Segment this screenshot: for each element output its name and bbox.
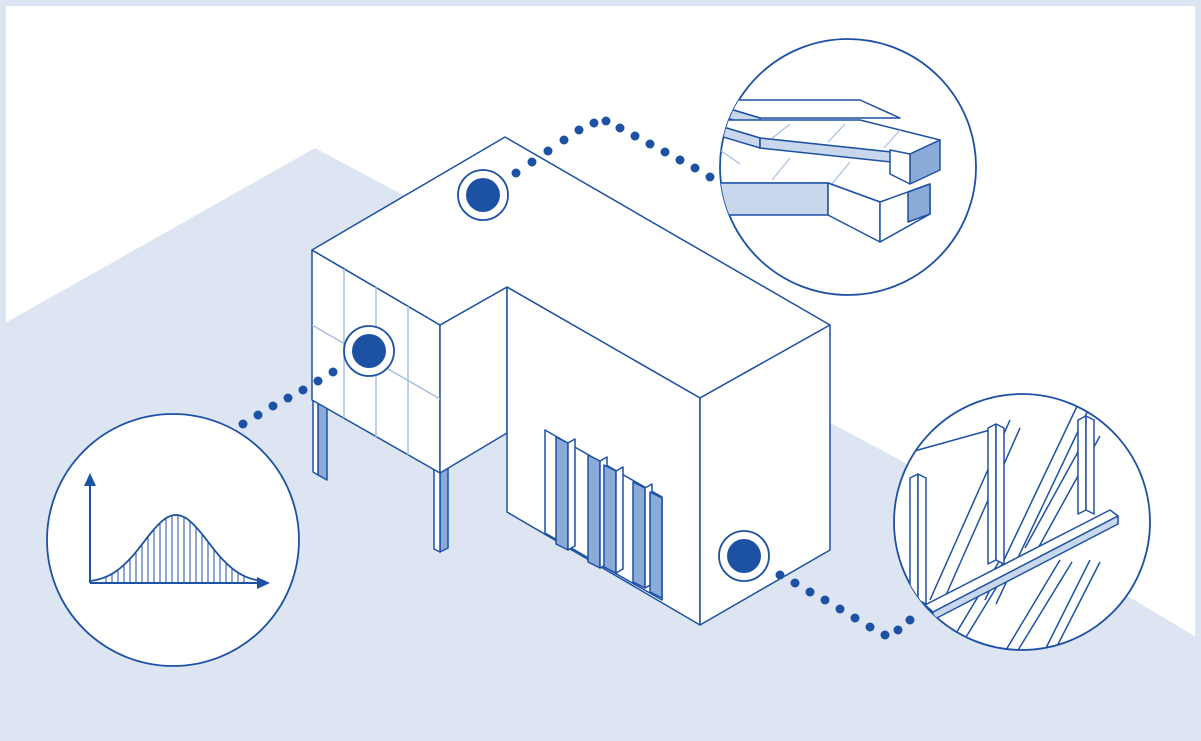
layered-panel-icon: [720, 99, 941, 243]
bell-curve: [89, 514, 263, 583]
bell-curve-graph-icon: [84, 473, 270, 589]
x-axis-arrow: [257, 577, 270, 589]
connector-facade: [238, 367, 338, 429]
detail-circle-graph: [46, 413, 300, 667]
curve-hatching: [105, 515, 245, 583]
entrance-columns: [555, 436, 663, 599]
hotspot-dot-icon[interactable]: [343, 325, 395, 377]
hotspot-dot-icon[interactable]: [457, 169, 509, 221]
stilt-left: [317, 401, 328, 481]
detail-circle-roof: [719, 38, 977, 296]
hotspot-dot-icon[interactable]: [718, 530, 770, 582]
stilt-front-side: [433, 466, 441, 553]
connector-structure: [775, 570, 915, 640]
y-axis-arrow: [84, 473, 96, 486]
stilt-left-side: [312, 398, 319, 476]
stilt-front: [439, 465, 449, 553]
